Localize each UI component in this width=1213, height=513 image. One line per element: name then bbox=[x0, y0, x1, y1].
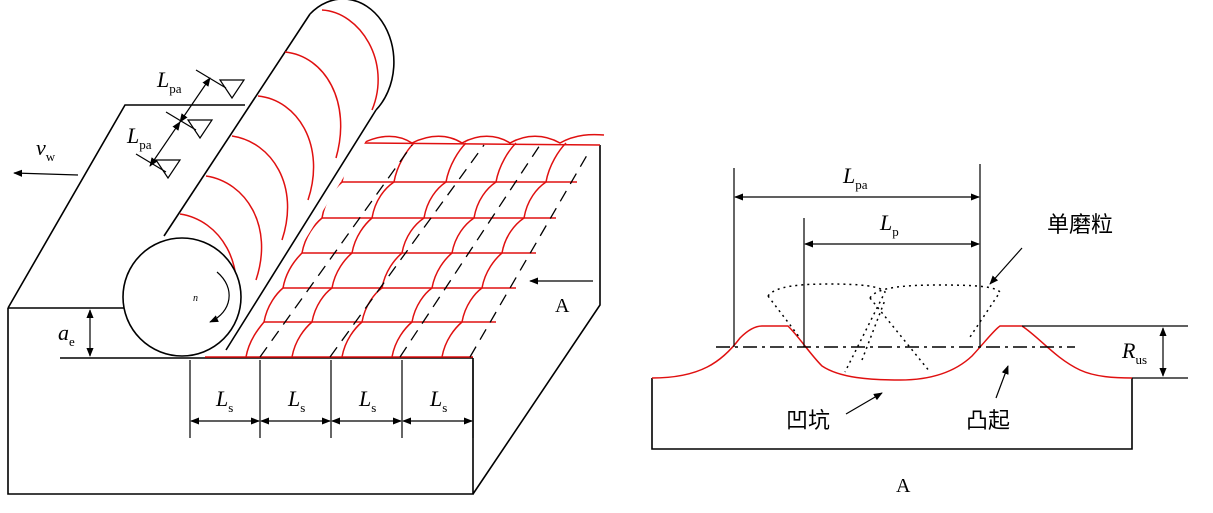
ls-label-1: Ls bbox=[215, 386, 233, 415]
grinding-wheel bbox=[122, 0, 395, 357]
ground-surface-trace bbox=[205, 133, 605, 358]
ls-dimensions bbox=[189, 360, 474, 438]
feed-velocity-label: vw bbox=[36, 135, 56, 164]
ls-label-3: Ls bbox=[358, 386, 376, 415]
lp-section-label: Lp bbox=[879, 210, 899, 239]
feed-velocity-arrow bbox=[13, 169, 79, 177]
lpa-label-bottom: Lpa bbox=[126, 123, 152, 152]
single-grain-outline bbox=[767, 283, 1001, 373]
depth-of-cut-label: ae bbox=[58, 320, 75, 349]
ls-label-4: Ls bbox=[429, 386, 447, 415]
pit-label: 凹坑 bbox=[786, 408, 830, 433]
rus-label: Rus bbox=[1121, 338, 1147, 367]
pit-pointer bbox=[845, 392, 883, 415]
grain-path-lines bbox=[259, 144, 591, 358]
bump-pointer bbox=[995, 365, 1009, 399]
section-profile bbox=[651, 164, 1188, 450]
rotation-speed-label: n bbox=[193, 293, 198, 304]
single-grain-label: 单磨粒 bbox=[1047, 212, 1113, 237]
grain-pointer bbox=[989, 247, 1023, 285]
bump-label: 凸起 bbox=[966, 408, 1010, 433]
section-view-title: A bbox=[896, 475, 911, 497]
ls-label-2: Ls bbox=[287, 386, 305, 415]
lpa-label-top: Lpa bbox=[156, 67, 182, 96]
grain-markers bbox=[135, 69, 246, 180]
view-direction-label: A bbox=[555, 295, 570, 317]
lpa-section-label: Lpa bbox=[842, 163, 868, 192]
